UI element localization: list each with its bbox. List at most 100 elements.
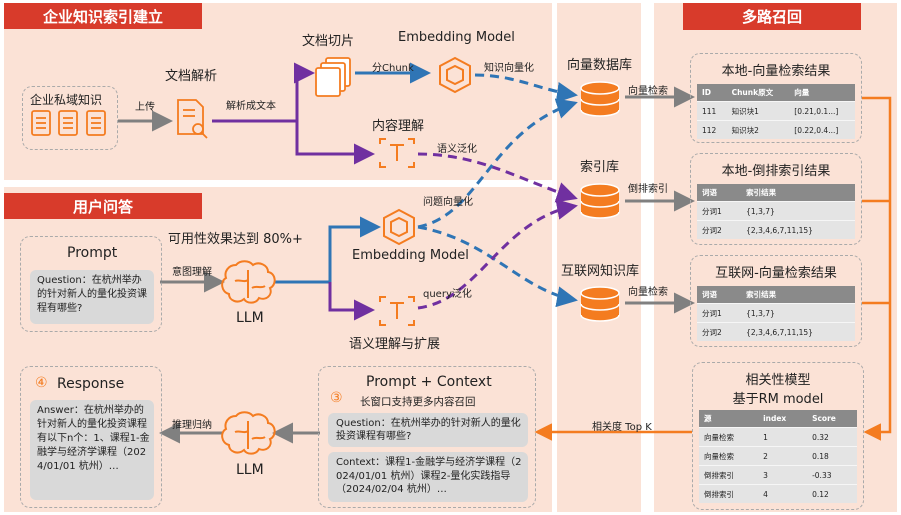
table-header: index xyxy=(758,410,808,428)
table-header: ID xyxy=(697,84,727,102)
private-knowledge-box xyxy=(22,86,118,150)
prompt-question-box xyxy=(30,270,154,324)
index-build-header: 企业知识索引建立 xyxy=(4,3,202,29)
rerank-title: 相关性模型 xyxy=(745,373,811,388)
table-cell: 知识块2 xyxy=(726,120,790,139)
semantic-expand-label: 语义理解与扩展 xyxy=(349,337,441,352)
intent-label: 意图理解 xyxy=(172,267,212,278)
table-cell: 3 xyxy=(758,465,808,485)
table-header: 向量 xyxy=(789,84,855,102)
internet-vector-table: 词语索引结果 分词1{1,3,7} 分词2{2,3,4,6,7,11,15} xyxy=(697,286,855,341)
knowledge-vectorize-label: 知识向量化 xyxy=(484,63,534,74)
table-cell: 2 xyxy=(758,446,808,466)
prompt-title: Prompt xyxy=(67,245,118,261)
prompt-question-text: Question：在杭州举办的针对新人的量化投资课程有哪些? xyxy=(37,275,147,314)
semantic-generalize-label: 语义泛化 xyxy=(437,144,477,155)
index-db-label: 索引库 xyxy=(580,160,620,175)
table-cell: -0.33 xyxy=(807,465,857,485)
doc-chunk-label: 文档切片 xyxy=(302,34,355,49)
table-cell: {2,3,4,6,7,11,15} xyxy=(741,220,855,239)
table-cell: 分词1 xyxy=(697,201,742,221)
table-cell: 112 xyxy=(697,120,727,139)
table-row: 分词2{2,3,4,6,7,11,15} xyxy=(697,220,855,239)
embedding-model-label: Embedding Model xyxy=(398,30,515,45)
llm-label: LLM xyxy=(236,310,264,326)
user-qa-header: 用户问答 xyxy=(4,193,202,219)
table-header: Score xyxy=(807,410,857,428)
table-cell: 倒排索引 xyxy=(699,465,759,485)
context-text: Context：课程1-金融学与经济学课程（2024/01/01 杭州）课程2-… xyxy=(336,457,522,495)
table-cell: 分词1 xyxy=(697,303,742,323)
table-cell: 倒排索引 xyxy=(699,484,759,503)
internet-vector-result-title: 互联网-向量检索结果 xyxy=(715,266,837,281)
vector-db-label: 向量数据库 xyxy=(567,58,633,73)
local-inverted-result-box: 本地-倒排索引结果 词语索引结果 分词1{1,3,7} 分词2{2,3,4,6,… xyxy=(690,153,862,245)
table-cell: [0.22,0.4...] xyxy=(789,120,855,139)
table-header: 词语 xyxy=(697,286,742,304)
qa-embedding-label: Embedding Model xyxy=(352,248,469,263)
table-cell: {2,3,4,6,7,11,15} xyxy=(741,322,855,341)
table-header: Chunk原文 xyxy=(726,84,790,102)
response-number: ④ xyxy=(35,375,48,391)
table-row: 分词1{1,3,7} xyxy=(697,201,855,221)
table-header: 索引结果 xyxy=(741,184,855,202)
context-title: Prompt + Context xyxy=(366,374,492,390)
table-row: 分词2{2,3,4,6,7,11,15} xyxy=(697,322,855,341)
table-cell: 0.12 xyxy=(807,484,857,503)
table-cell: 1 xyxy=(758,427,808,447)
query-generalize-label: query泛化 xyxy=(423,289,472,300)
parse-to-text-label: 解析成文本 xyxy=(226,101,276,112)
table-cell: 知识块1 xyxy=(726,101,790,121)
table-cell: 向量检索 xyxy=(699,427,759,447)
table-cell: 0.32 xyxy=(807,427,857,447)
index-build-panel xyxy=(4,3,552,180)
response-title: Response xyxy=(57,376,125,392)
response-box xyxy=(20,366,162,508)
upload-label: 上传 xyxy=(135,102,155,113)
table-cell: {1,3,7} xyxy=(741,303,855,323)
table-cell: 111 xyxy=(697,101,727,121)
llm-label-2: LLM xyxy=(236,462,264,478)
table-header: 词语 xyxy=(697,184,742,202)
local-inverted-table: 词语索引结果 分词1{1,3,7} 分词2{2,3,4,6,7,11,15} xyxy=(697,184,855,239)
answer-box xyxy=(30,400,154,500)
table-cell: {1,3,7} xyxy=(741,201,855,221)
usability-label: 可用性效果达到 80%+ xyxy=(168,232,303,247)
context-number: ③ xyxy=(330,390,343,406)
table-cell: 0.18 xyxy=(807,446,857,466)
private-knowledge-label: 企业私域知识 xyxy=(30,93,103,107)
table-header: 索引结果 xyxy=(741,286,855,304)
answer-text: Answer：在杭州举办的针对新人的量化投资课程有以下n个：1、课程1-金融学与… xyxy=(37,405,150,472)
doc-parse-label: 文档解析 xyxy=(165,69,218,84)
table-cell: 4 xyxy=(758,484,808,503)
multi-recall-header: 多路召回 xyxy=(683,3,861,30)
content-understanding-label: 内容理解 xyxy=(372,119,425,134)
context-subtitle: 长窗口支持更多内容召回 xyxy=(360,396,476,408)
context-box xyxy=(318,366,536,508)
context-question-text: Question：在杭州举办的针对新人的量化投资课程有哪些? xyxy=(336,418,521,442)
table-row: 分词1{1,3,7} xyxy=(697,303,855,323)
table-cell: [0.21,0.1...] xyxy=(789,101,855,121)
table-header: 源 xyxy=(699,410,759,428)
local-inverted-result-title: 本地-倒排索引结果 xyxy=(721,164,831,179)
